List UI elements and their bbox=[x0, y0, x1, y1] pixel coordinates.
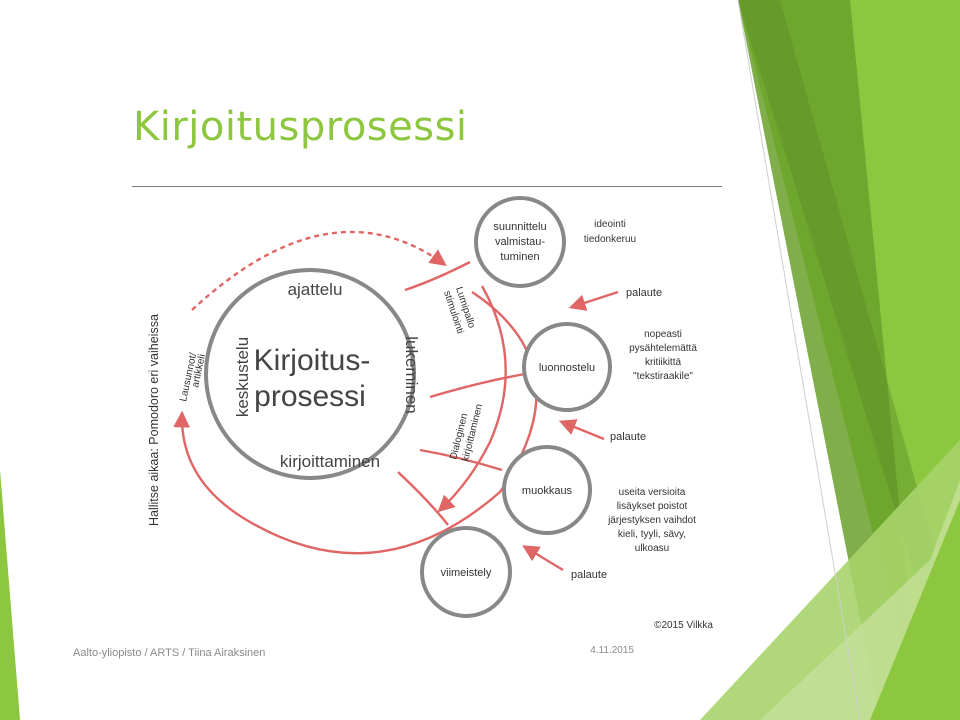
note-draft-2: pysähtelemättä bbox=[629, 343, 697, 354]
stage-draft-label: luonnostelu bbox=[539, 362, 595, 374]
note-edit-1: useita versioita bbox=[619, 487, 686, 498]
note-edit-3: järjestyksen vaihdot bbox=[607, 515, 696, 526]
feedback-label-2: palaute bbox=[610, 431, 646, 443]
connector-core-planning bbox=[404, 260, 471, 292]
note-planning-2: tiedonkeruu bbox=[584, 234, 636, 245]
stage-circle-polish bbox=[420, 526, 512, 618]
feedback-arrow-1 bbox=[568, 290, 619, 311]
note-planning-1: ideointi bbox=[594, 219, 626, 230]
dashed-planning-arc bbox=[191, 230, 447, 311]
feedback-arrow-3 bbox=[522, 545, 564, 572]
core-title-line2: prosessi bbox=[254, 380, 366, 413]
core-label-right: lukeminen bbox=[402, 336, 421, 414]
stage-circle-edit bbox=[502, 445, 592, 535]
footer-text: Aalto-yliopisto / ARTS / Tiina Airaksine… bbox=[73, 647, 266, 659]
inner-dialogic-arc bbox=[437, 285, 507, 513]
slide-title: Kirjoitusprosessi bbox=[133, 104, 468, 150]
stage-edit-label: muokkaus bbox=[522, 485, 573, 497]
connector-core-polish bbox=[397, 471, 449, 526]
core-label-left: keskustelu bbox=[233, 337, 252, 417]
core-circle bbox=[204, 268, 416, 480]
feedback-arrow-2 bbox=[558, 419, 605, 441]
note-draft-1: nopeasti bbox=[644, 329, 682, 340]
stage-planning-line3: tuminen bbox=[500, 251, 539, 263]
stage-polish-label: viimeistely bbox=[441, 567, 492, 579]
connector-core-edit bbox=[419, 448, 503, 472]
note-edit-4: kieli, tyyli, sävy, bbox=[618, 529, 686, 540]
copyright-label: ©2015 Vilkka bbox=[654, 620, 713, 631]
outer-cycle-arc bbox=[173, 291, 538, 555]
core-label-top: ajattelu bbox=[288, 280, 343, 299]
core-label-bottom: kirjoittaminen bbox=[280, 452, 380, 471]
time-management-label: Hallitse aikaa: Pomodoro eri vaiheissa bbox=[147, 314, 161, 526]
connector-core-draft bbox=[429, 372, 526, 399]
stage-circle-planning bbox=[474, 196, 566, 288]
writing-process-diagram: Kirjoitus- prosessi ajattelu kirjoittami… bbox=[147, 196, 713, 631]
stage-planning-line2: valmistau- bbox=[495, 236, 545, 248]
note-draft-3: kritiikittä bbox=[645, 357, 682, 368]
feedback-label-3: palaute bbox=[571, 569, 607, 581]
stage-planning-line1: suunnittelu bbox=[493, 221, 546, 233]
feedback-label-1: palaute bbox=[626, 287, 662, 299]
note-edit-2: lisäykset poistot bbox=[617, 501, 688, 512]
note-draft-4: "tekstiraakile" bbox=[633, 371, 693, 382]
slide-date: 4.11.2015 bbox=[590, 645, 634, 656]
stage-circle-draft bbox=[522, 322, 612, 412]
note-edit-5: ulkoasu bbox=[635, 543, 669, 554]
core-title-line1: Kirjoitus- bbox=[254, 344, 371, 377]
title-divider bbox=[132, 186, 722, 187]
